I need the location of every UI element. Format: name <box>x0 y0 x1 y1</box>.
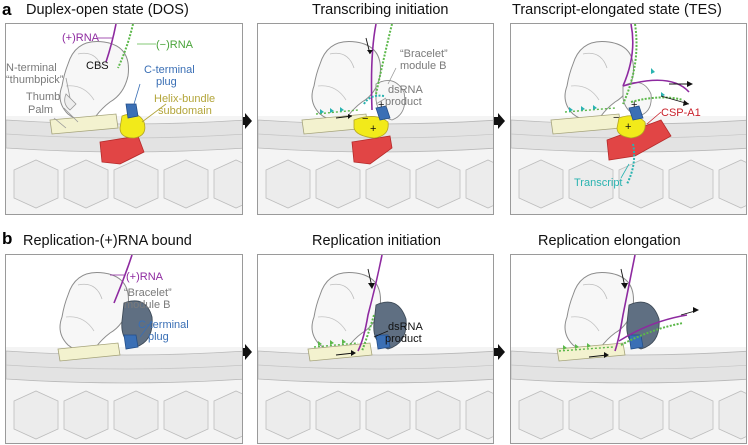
helix-bundle-subdomain <box>119 113 146 139</box>
panel-title-b2: Replication initiation <box>312 233 441 249</box>
label-plus-rna: (+)RNA <box>126 271 163 283</box>
label-subdomain: subdomain <box>158 105 212 117</box>
panel-a2-transcribing-initiation: + − + “Bracelet” module B dsRNA product <box>257 23 494 215</box>
transition-arrow-icon <box>491 344 505 360</box>
row-label-b: b <box>2 229 13 248</box>
label-product: product <box>385 333 422 345</box>
panel-b2-replication-initiation: dsRNA product <box>257 254 494 444</box>
label-thumbpick: “thumbpick” <box>6 74 64 86</box>
label-product: product <box>385 96 422 108</box>
panel-title-a1: Duplex-open state (DOS) <box>26 2 189 18</box>
label-plus-rna: (+)RNA <box>62 32 99 44</box>
transition-arrow-icon <box>491 113 505 129</box>
label-palm: Palm <box>28 104 54 116</box>
panel-a1-duplex-open-state: (+)RNA (−)RNA CBS N-terminal “thumbpick”… <box>5 23 243 215</box>
panel-a3-transcript-elongated-state: + − + CSP-A1 Transcript <box>510 23 747 215</box>
svg-text:+: + <box>631 99 637 111</box>
svg-text:+: + <box>370 123 376 135</box>
label-bracelet: “Bracelet” <box>124 287 172 299</box>
label-transcript: Transcript <box>574 177 623 189</box>
panel-b3-replication-elongation <box>510 254 747 444</box>
label-csp-a1: CSP-A1 <box>661 107 701 119</box>
thumb-domain <box>49 113 119 135</box>
label-helix-bundle: Helix-bundle <box>154 93 216 105</box>
label-module-b: module B <box>400 60 447 72</box>
panel-title-b1: Replication-(+)RNA bound <box>23 233 192 249</box>
minus-rna-strand <box>117 24 134 69</box>
label-dsrna: dsRNA <box>388 84 423 96</box>
svg-text:−: − <box>613 112 619 124</box>
svg-text:−: − <box>362 113 368 125</box>
panel-title-a2: Transcribing initiation <box>312 2 449 18</box>
plus-rna-strand <box>105 24 117 63</box>
label-thumb: Thumb <box>26 91 61 103</box>
panel-title-b3: Replication elongation <box>538 233 681 249</box>
svg-text:+: + <box>625 121 631 133</box>
label-dsrna: dsRNA <box>388 321 423 333</box>
panel-title-a3: Transcript-elongated state (TES) <box>512 2 722 18</box>
label-cbs: CBS <box>86 60 109 72</box>
label-plug: plug <box>156 76 177 88</box>
label-module-b: module B <box>124 299 171 311</box>
label-bracelet: “Bracelet” <box>400 48 448 60</box>
svg-text:+: + <box>378 99 384 111</box>
label-c-terminal: C-terminal <box>144 64 195 76</box>
c-terminal-plug <box>125 103 139 119</box>
label-minus-rna: (−)RNA <box>156 39 193 51</box>
row-label-a: a <box>2 0 12 19</box>
label-n-terminal: N-terminal <box>6 62 57 74</box>
panel-b1-replication-rna-bound: (+)RNA “Bracelet” module B C-terminal pl… <box>5 254 243 444</box>
label-plug: plug <box>148 331 169 343</box>
label-c-terminal: C-terminal <box>138 319 189 331</box>
